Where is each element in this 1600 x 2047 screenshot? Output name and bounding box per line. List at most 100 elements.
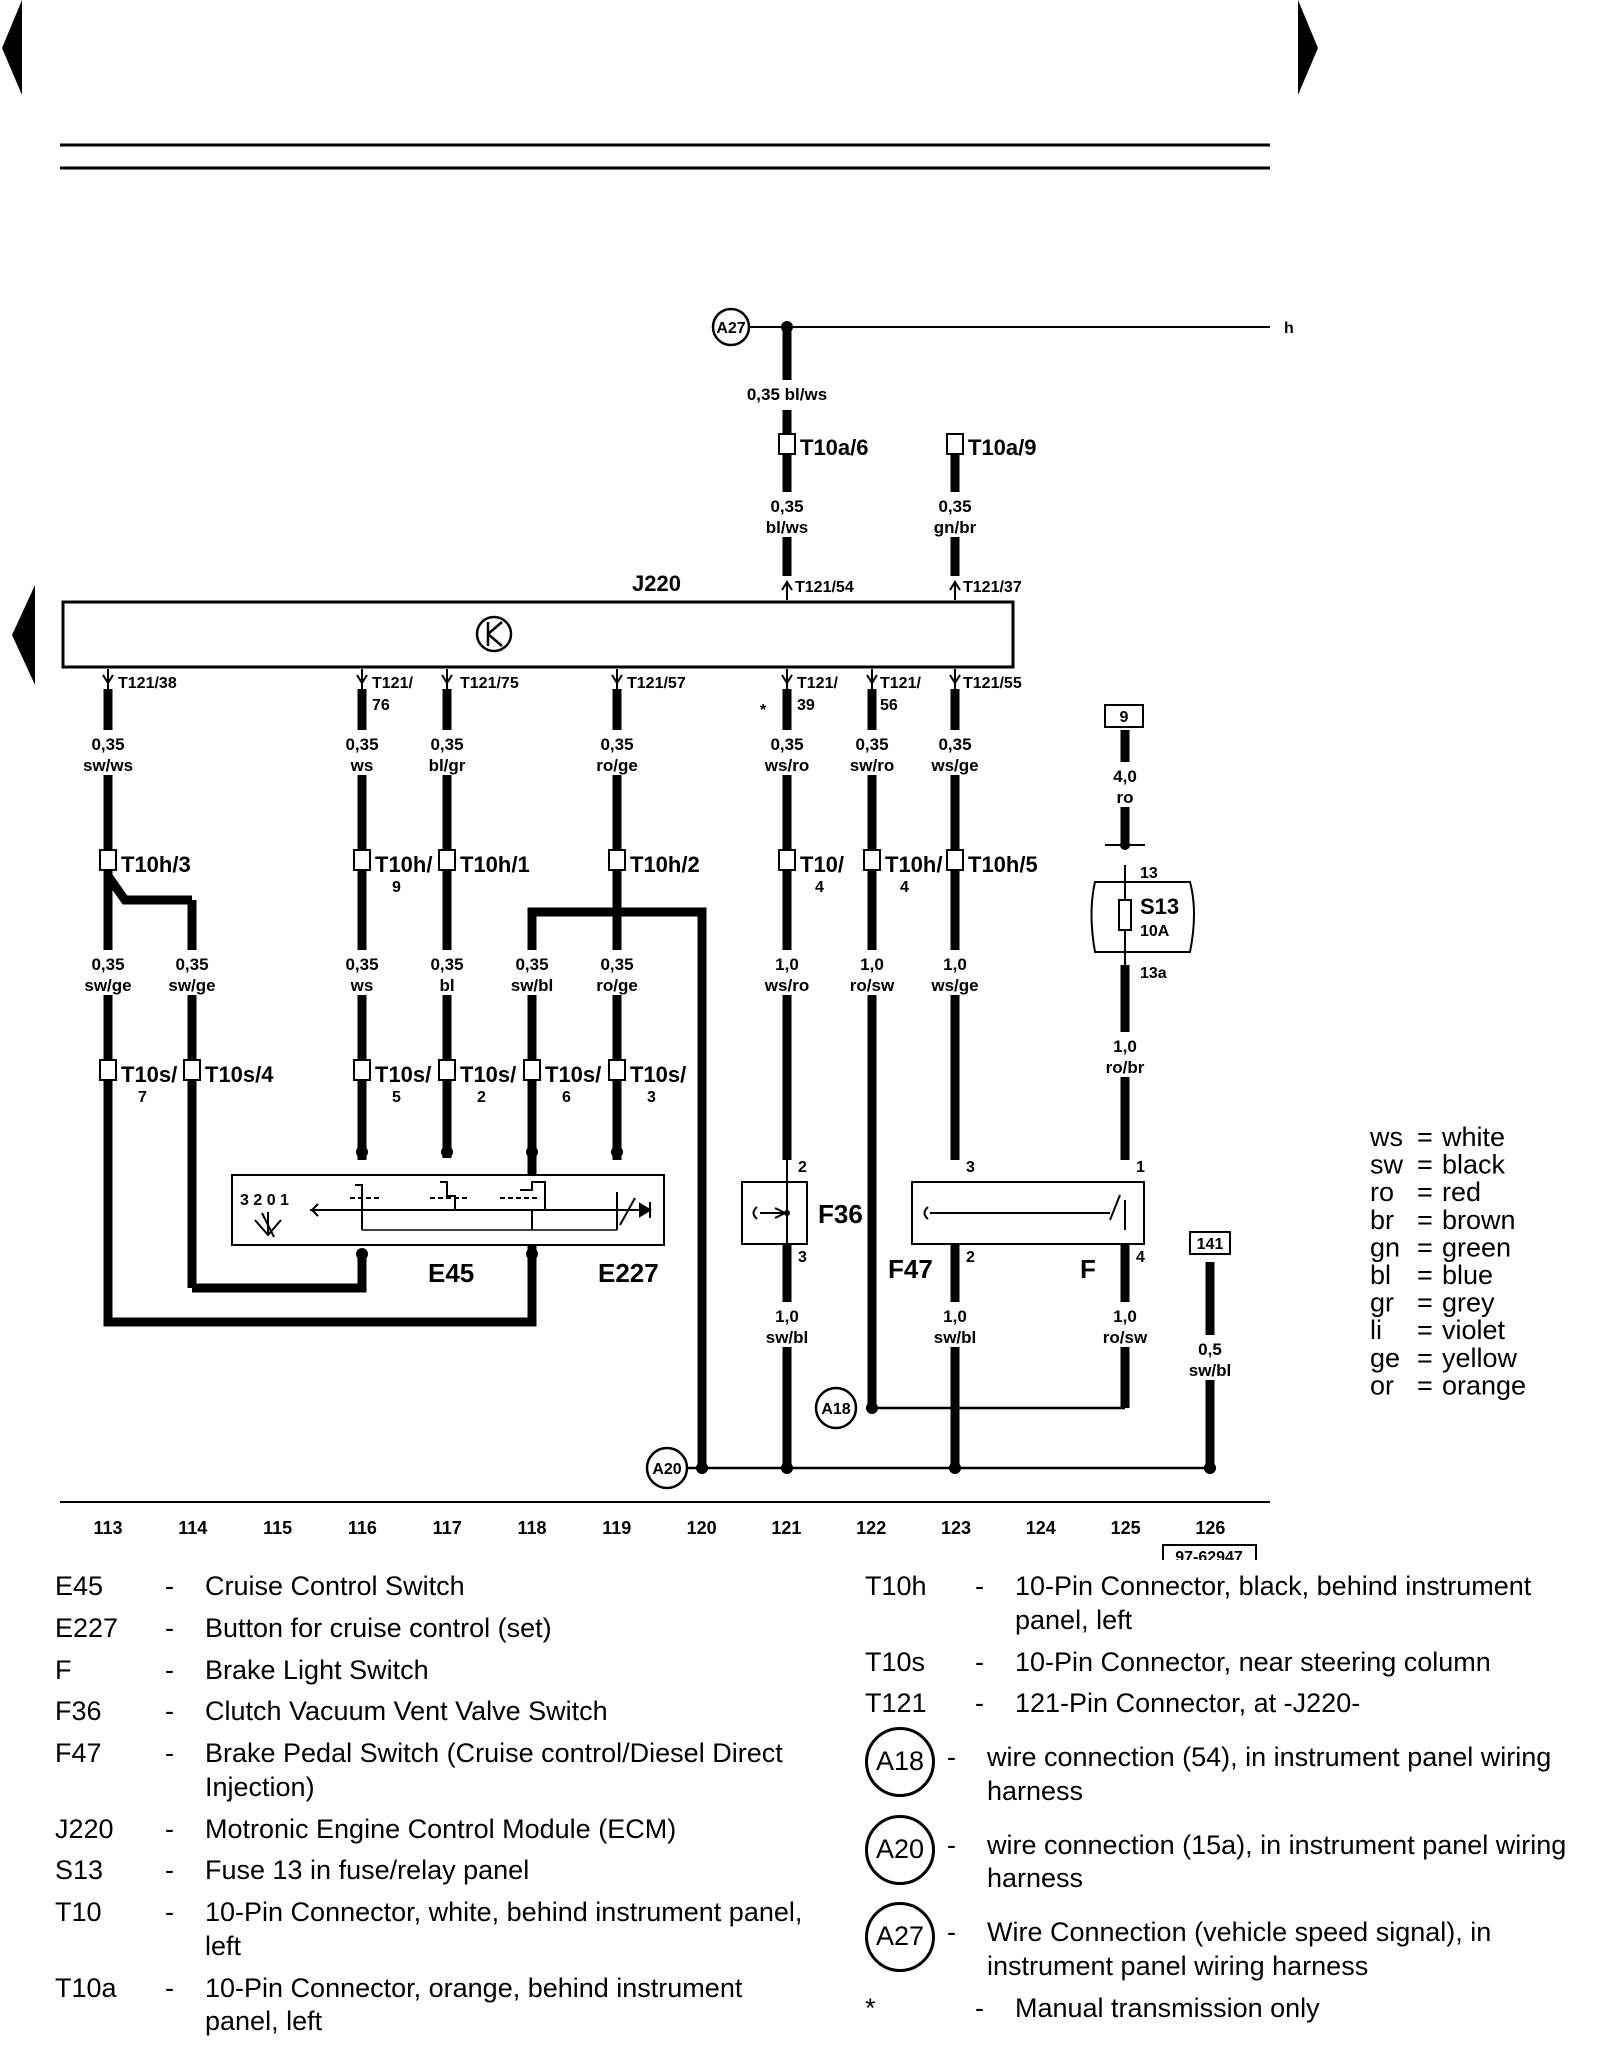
label-diagram-wire-labels-c118-mid-1: sw/bl — [511, 976, 554, 995]
label-diagram-connectors-t10-4-0: T10/ — [800, 852, 844, 877]
label-diagram-wire-labels-c117-mid-0: 0,35 — [430, 955, 463, 974]
label-diagram-connectors-t10s7-0: T10s/ — [121, 1062, 177, 1087]
label-diagram-components-switch-positions: 3 2 0 1 — [240, 1192, 289, 1209]
column-number: 116 — [348, 1518, 377, 1538]
legend-description: Manual transmission only — [1015, 1992, 1320, 2023]
wires — [103, 327, 1215, 1468]
color-code-abbr: sw — [1370, 1150, 1404, 1180]
legend-description: Motronic Engine Control Module (ECM) — [205, 1813, 677, 1844]
label-diagram-connectors-t10h9-1: 9 — [392, 879, 401, 896]
legend-dash: - — [947, 1742, 956, 1772]
column-number: 126 — [1195, 1518, 1225, 1538]
legend-code: T10s — [865, 1646, 926, 1677]
label-diagram-connectors-t10h5: T10h/5 — [968, 852, 1038, 877]
color-code-equals: = — [1417, 1370, 1433, 1400]
legend-dash: - — [975, 1571, 984, 1601]
color-code-name: blue — [1442, 1260, 1493, 1290]
label-diagram-wire-labels-fuse-out-0: 1,0 — [1113, 1037, 1137, 1056]
label-diagram-wire-labels-c122b-upper-1: sw/ro — [850, 756, 894, 775]
color-code-abbr: gn — [1370, 1232, 1400, 1262]
color-code-name: green — [1442, 1232, 1511, 1262]
legend-item: T121-121-Pin Connector, at -J220- — [865, 1687, 1600, 1721]
legend-dash: - — [165, 1571, 174, 1601]
legend-connection-circle: A18 — [865, 1727, 935, 1797]
color-code-equals: = — [1417, 1232, 1433, 1262]
label-diagram-pins-t121-57: T121/57 — [627, 675, 686, 692]
label-diagram-wire-labels-c123-mid-1: ws/ge — [930, 976, 978, 995]
label-diagram-connectors-t10s3-0: T10s/ — [630, 1062, 686, 1087]
label-diagram-wire-labels-c125-low-0: 1,0 — [1113, 1307, 1137, 1326]
component-legend-right: T10h-10-Pin Connector, black, behind ins… — [865, 1570, 1600, 2033]
color-code-abbr: bl — [1370, 1260, 1391, 1290]
label-diagram-wire-labels-c123-upper-1: ws/ge — [930, 756, 978, 775]
column-number: 113 — [93, 1518, 122, 1538]
next-page-arrow[interactable] — [1298, 0, 1318, 95]
label-diagram-wire-labels-c121-low-1: sw/bl — [766, 1328, 809, 1347]
legend-connection-circle: A20 — [865, 1814, 935, 1885]
label-diagram-pins-t121-39-0: T121/ — [797, 675, 838, 692]
label-diagram-connectors-t10s4: T10s/4 — [205, 1062, 274, 1087]
legend-item: T10a-10-Pin Connector, orange, behind in… — [55, 1972, 815, 2040]
legend-item: F36 -Clutch Vacuum Vent Valve Switch — [55, 1695, 815, 1729]
label-diagram-wire-labels-c119-upper-1: ro/ge — [596, 756, 638, 775]
prev-page-arrow[interactable] — [2, 0, 22, 95]
legend-code: T10h — [865, 1571, 927, 1601]
legend-code: T10a — [55, 1972, 117, 2003]
legend-item: T10s-10-Pin Connector, near steering col… — [865, 1646, 1600, 1680]
wiring-diagram: A27 h J220 — [2, 0, 1526, 1560]
legend-dash: - — [947, 1829, 956, 1860]
fuse-s13: S13 10A — [1090, 865, 1195, 965]
label-diagram-wire-labels-c126-low-0: 0,5 — [1198, 1340, 1222, 1359]
legend-connection-circle: A27 — [865, 1902, 935, 1972]
color-code-equals: = — [1417, 1260, 1433, 1290]
label-diagram-connectors-t10h9-0: T10h/ — [375, 852, 432, 877]
legend-description: Clutch Vacuum Vent Valve Switch — [205, 1696, 608, 1727]
label-diagram-connectors-t10a6: T10a/6 — [800, 435, 869, 460]
color-code-name: grey — [1442, 1288, 1495, 1318]
label-diagram-connectors-t10h1: T10h/1 — [460, 852, 530, 877]
legend-code: S13 — [55, 1855, 104, 1886]
legend-dash: - — [165, 1612, 174, 1643]
color-code-equals: = — [1417, 1315, 1433, 1345]
color-code-name: violet — [1442, 1315, 1506, 1345]
legend-description: wire connection (54), in instrument pane… — [987, 1742, 1552, 1806]
label-diagram-wire-labels-c113-mid-1: sw/ge — [84, 976, 131, 995]
label-diagram-wire-labels-c116-upper-0: 0,35 — [345, 735, 378, 754]
label-diagram-wire-labels-c119-upper-0: 0,35 — [600, 735, 633, 754]
label-diagram-wire-labels-c114-mid-0: 0,35 — [175, 955, 208, 974]
switch-e45-e227: 3 2 0 1 E45 E227 — [231, 1146, 665, 1288]
legend-description: Brake Pedal Switch (Cruise control/Diese… — [205, 1738, 783, 1802]
label-diagram-connectors-t10h3: T10h/3 — [121, 852, 191, 877]
label-diagram-pins-t121-55: T121/55 — [963, 675, 1022, 692]
label-diagram-connectors-t10h2: T10h/2 — [630, 852, 700, 877]
label-diagram-asterisk: * — [760, 702, 767, 719]
label-diagram-wire-labels-a27-top: 0,35 bl/ws — [747, 385, 827, 404]
ground-ref-box: 141 — [1189, 1231, 1231, 1255]
legend-item: F47-Brake Pedal Switch (Cruise control/D… — [55, 1737, 815, 1805]
label-diagram-connectors-t10h4-0: T10h/ — [885, 852, 942, 877]
label-diagram-pins-t121-37: T121/37 — [963, 579, 1022, 596]
legend-dash: - — [975, 1992, 984, 2023]
label-diagram-wire-labels-c123-upper-0: 0,35 — [938, 735, 971, 754]
legend-code: T10 — [55, 1897, 102, 1927]
legend-dash: - — [165, 1972, 174, 2003]
legend-dash: - — [165, 1696, 174, 1727]
color-code-equals: = — [1417, 1150, 1433, 1180]
color-code-abbr: li — [1370, 1315, 1382, 1345]
legend-item: T10h-10-Pin Connector, black, behind ins… — [865, 1570, 1600, 1638]
column-number: 122 — [856, 1518, 886, 1538]
legend-code: F36 — [55, 1696, 102, 1727]
legend-dash: - — [165, 1654, 174, 1685]
color-code-abbr: ge — [1370, 1343, 1400, 1373]
label-diagram-connectors-t10s5-0: T10s/ — [375, 1062, 431, 1087]
label-diagram-connectors-t10s5-1: 5 — [392, 1089, 401, 1106]
label-gaps — [70, 380, 1240, 1380]
legend-code: J220 — [55, 1813, 114, 1844]
legend-code: F — [55, 1654, 72, 1685]
label-diagram-components-e227: E227 — [598, 1258, 659, 1288]
label-diagram-wire-labels-c122-upper-1: gn/br — [934, 518, 977, 537]
column-number: 121 — [771, 1518, 801, 1538]
color-code-legend: ws=whitesw=blackro=redbr=browngn=greenbl… — [1369, 1122, 1526, 1400]
label-diagram-wire-labels-c117-upper-0: 0,35 — [430, 735, 463, 754]
legend-code: E227 — [55, 1612, 119, 1643]
